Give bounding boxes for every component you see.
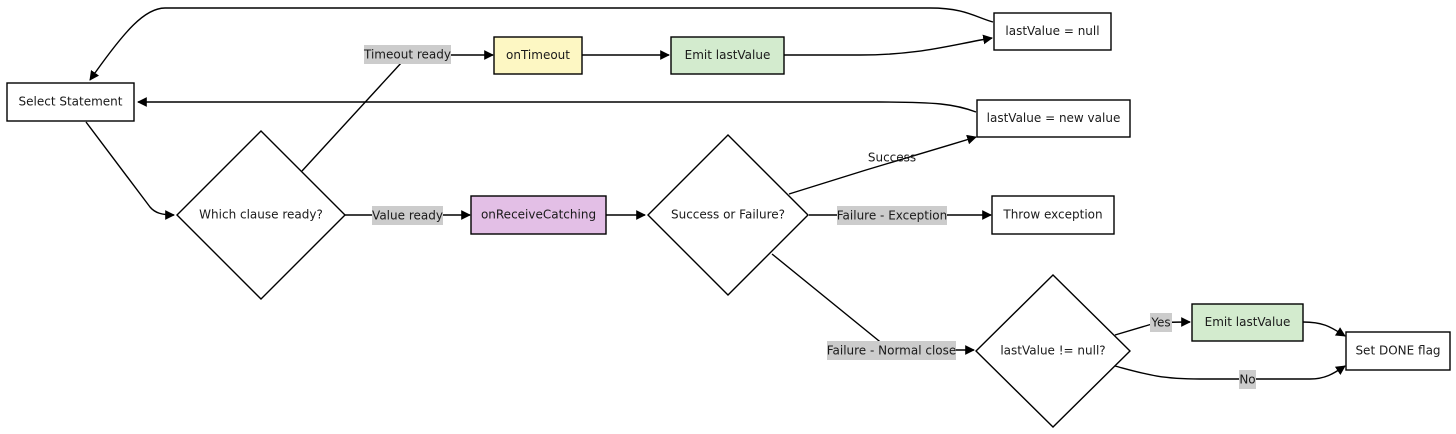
node-set-done-flag[interactable]: Set DONE flag <box>1345 331 1451 371</box>
node-select-statement-label: Select Statement <box>19 95 123 109</box>
node-throw-exception[interactable]: Throw exception <box>991 195 1115 235</box>
edge-which-to-timeout <box>301 50 494 172</box>
node-throw-exception-label: Throw exception <box>1002 208 1102 222</box>
edge-label-value-ready-text: Value ready <box>372 209 443 223</box>
node-set-done-flag-label: Set DONE flag <box>1355 344 1440 358</box>
node-emit-last-value-bottom-label: Emit lastValue <box>1205 315 1291 329</box>
node-on-timeout-label: onTimeout <box>506 48 570 62</box>
edge-select-to-which <box>85 121 175 220</box>
edge-label-success-text: Success <box>868 151 916 165</box>
node-on-receive-catching-label: onReceiveCatching <box>481 208 596 222</box>
edge-label-no: No <box>1239 370 1256 389</box>
edge-label-yes: Yes <box>1150 313 1172 332</box>
edge-label-yes-text: Yes <box>1150 316 1170 330</box>
edge-label-value-ready: Value ready <box>372 206 443 225</box>
edge-last-null-to-select <box>89 7 994 81</box>
node-last-value-null[interactable]: lastValue = null <box>993 12 1112 51</box>
node-last-value-not-null-label: lastValue != null? <box>1000 344 1105 358</box>
edge-labels: Timeout ready Value ready Success Failur… <box>363 45 1256 389</box>
edge-label-success: Success <box>868 151 916 165</box>
edge-label-failure-normal: Failure - Normal close <box>827 341 957 360</box>
edge-no <box>1114 365 1346 380</box>
node-on-timeout[interactable]: onTimeout <box>493 36 583 75</box>
node-last-value-null-label: lastValue = null <box>1005 24 1099 38</box>
node-emit-last-value-top-label: Emit lastValue <box>685 48 771 62</box>
edge-last-new-to-select <box>137 97 977 113</box>
node-success-or-failure[interactable]: Success or Failure? <box>647 134 809 296</box>
node-emit-last-value-bottom[interactable]: Emit lastValue <box>1191 303 1304 342</box>
node-last-value-new-label: lastValue = new value <box>987 111 1121 125</box>
edge-label-failure-exception-text: Failure - Exception <box>837 209 948 223</box>
edge-label-no-text: No <box>1239 373 1255 387</box>
node-which-clause-ready-label: Which clause ready? <box>199 208 323 222</box>
edge-label-timeout-ready-text: Timeout ready <box>363 48 451 62</box>
edge-success <box>788 134 977 195</box>
edge-emit-to-last-null <box>784 34 993 56</box>
node-last-value-not-null[interactable]: lastValue != null? <box>975 274 1131 428</box>
node-last-value-new[interactable]: lastValue = new value <box>976 99 1131 138</box>
edge-label-failure-exception: Failure - Exception <box>837 206 948 225</box>
edge-label-failure-normal-text: Failure - Normal close <box>827 344 957 358</box>
node-select-statement[interactable]: Select Statement <box>6 82 135 122</box>
node-which-clause-ready[interactable]: Which clause ready? <box>176 130 346 300</box>
edge-label-timeout-ready: Timeout ready <box>363 45 451 64</box>
edge-emit-to-done <box>1302 321 1346 337</box>
edge-failure-normal <box>771 253 975 355</box>
nodes: Select Statement Which clause ready? onT… <box>6 12 1451 428</box>
node-on-receive-catching[interactable]: onReceiveCatching <box>470 195 607 235</box>
node-emit-last-value-top[interactable]: Emit lastValue <box>670 36 785 75</box>
node-success-or-failure-label: Success or Failure? <box>671 208 785 222</box>
